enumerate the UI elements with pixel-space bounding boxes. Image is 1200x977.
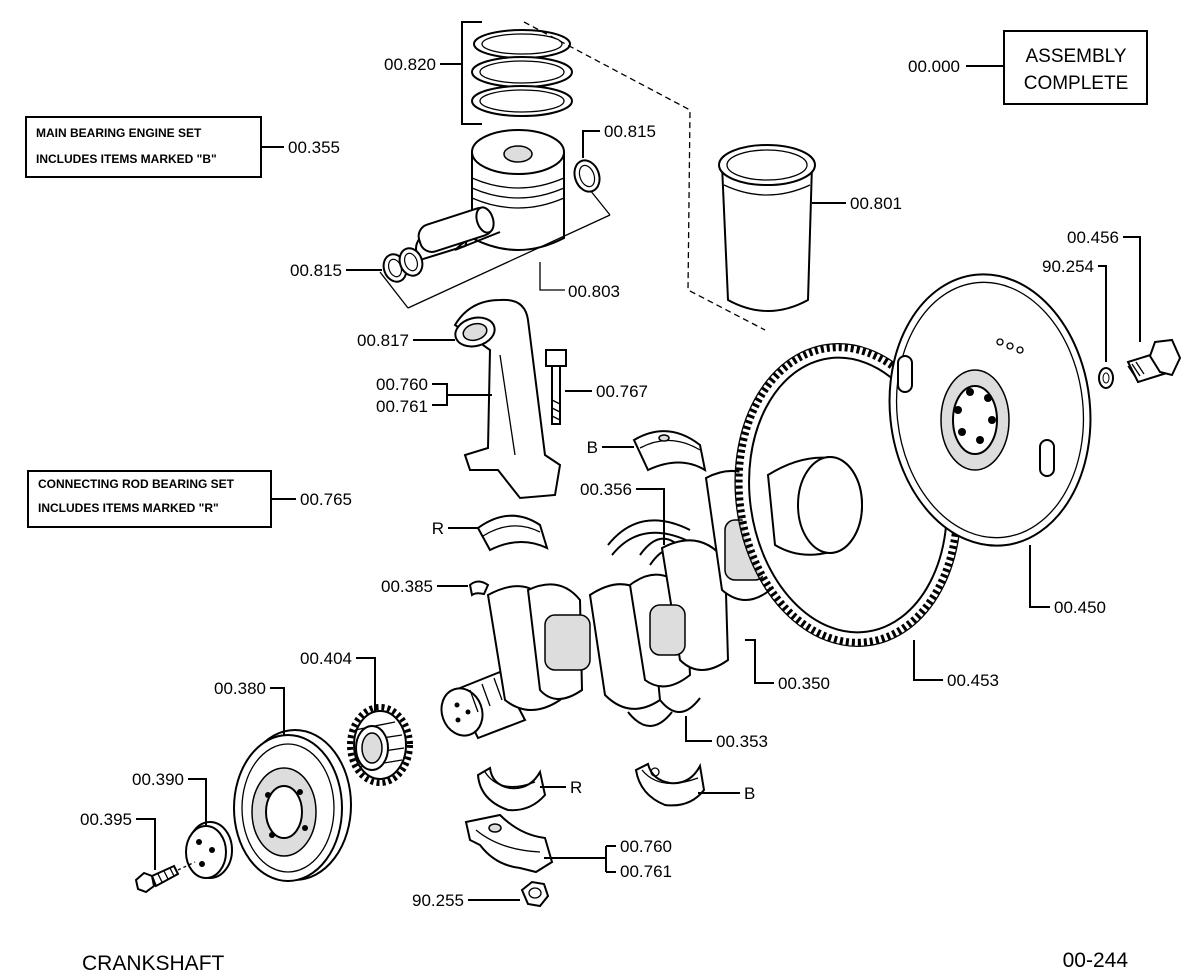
cylinder-liner: 00.801: [718, 144, 902, 312]
callout-small-end-bush: 00.817: [357, 331, 409, 350]
callout-fly-bolt: 00.456: [1067, 228, 1119, 247]
assembly-complete-box: ASSEMBLY COMPLETE 00.000: [908, 30, 1148, 105]
conrod-bearing-line-1: CONNECTING ROD BEARING SET: [38, 477, 235, 491]
bearing-shell-b-top: B: [587, 430, 707, 473]
callout-circlip-right: 00.815: [604, 122, 656, 141]
callout-piston: 00.803: [568, 282, 620, 301]
conrod-bearing-set-box: CONNECTING ROD BEARING SET INCLUDES ITEM…: [27, 470, 352, 528]
callout-nut: 90.255: [412, 891, 464, 910]
callout-flywheel: 00.450: [1054, 598, 1106, 617]
piston-rings: 00.820: [384, 21, 573, 125]
callout-thrust-lower: 00.353: [716, 732, 768, 751]
callout-rod-b: 00.761: [376, 397, 428, 416]
assembly-line-2: COMPLETE: [1024, 73, 1129, 94]
callout-fly-washer: 90.254: [1042, 257, 1094, 276]
crank-rear-flange: [766, 456, 863, 556]
bearing-cap: 00.760 00.761: [464, 813, 672, 881]
callout-thrust-washer: 00.356: [580, 480, 632, 499]
assembly-code: 00.000: [908, 57, 960, 76]
pulley-washer-plate: 00.390: [132, 770, 233, 879]
callout-pulley: 00.380: [214, 679, 266, 698]
main-bearing-line-1: MAIN BEARING ENGINE SET: [36, 126, 202, 140]
page-reference: 00-244: [1063, 949, 1129, 972]
cap-nut: 90.255: [412, 880, 550, 910]
callout-washer-plate: 00.390: [132, 770, 184, 789]
callout-gear: 00.404: [300, 649, 352, 668]
bearing-shell-r-top: R: [432, 514, 549, 552]
piston: 00.803: [379, 129, 620, 309]
conrod-bearing-line-2: INCLUDES ITEMS MARKED "R": [38, 501, 219, 515]
callout-crankshaft: 00.350: [778, 674, 830, 693]
callout-rod-bolt: 00.767: [596, 382, 648, 401]
woodruff-key: 00.385: [381, 577, 490, 597]
pulley-bolt: 00.395: [80, 810, 196, 894]
callout-pulley-bolt: 00.395: [80, 810, 132, 829]
callout-circlip-left: 00.815: [290, 261, 342, 280]
rod-bolt: 00.767: [545, 349, 648, 425]
callout-liner: 00.801: [850, 194, 902, 213]
callout-ring-gear: 00.453: [947, 671, 999, 690]
crank-gear: 00.404: [300, 649, 413, 786]
flywheel-bolt: 90.254 00.456: [1042, 228, 1182, 389]
callout-bearing-r-bottom: R: [570, 778, 582, 797]
conrod-bearing-code: 00.765: [300, 490, 352, 509]
callout-key: 00.385: [381, 577, 433, 596]
bearing-shell-r-bottom: R: [476, 766, 582, 812]
circlip-right: 00.815: [573, 122, 656, 193]
main-bearing-set-box: MAIN BEARING ENGINE SET INCLUDES ITEMS M…: [25, 116, 340, 178]
callout-bearing-r-top: R: [432, 519, 444, 538]
callout-bearing-b-bottom: B: [744, 784, 755, 803]
callout-cap-a: 00.760: [620, 837, 672, 856]
main-bearing-line-2: INCLUDES ITEMS MARKED "B": [36, 152, 217, 166]
bearing-shell-b-bottom: B: [634, 762, 755, 807]
callout-rings: 00.820: [384, 55, 436, 74]
thrust-washers-lower: 00.353: [627, 697, 768, 751]
diagram-title: CRANKSHAFT: [82, 952, 225, 975]
flywheel: 00.450: [888, 273, 1106, 617]
assembly-line-1: ASSEMBLY: [1025, 46, 1126, 67]
main-bearing-code: 00.355: [288, 138, 340, 157]
callout-bearing-b-top: B: [587, 438, 598, 457]
callout-cap-b: 00.761: [620, 862, 672, 881]
callout-rod-a: 00.760: [376, 375, 428, 394]
circlip-left: 00.815: [290, 247, 424, 283]
connecting-rod: 00.817 00.760 00.761: [357, 298, 562, 500]
crank-pulley: 00.380: [214, 679, 352, 882]
